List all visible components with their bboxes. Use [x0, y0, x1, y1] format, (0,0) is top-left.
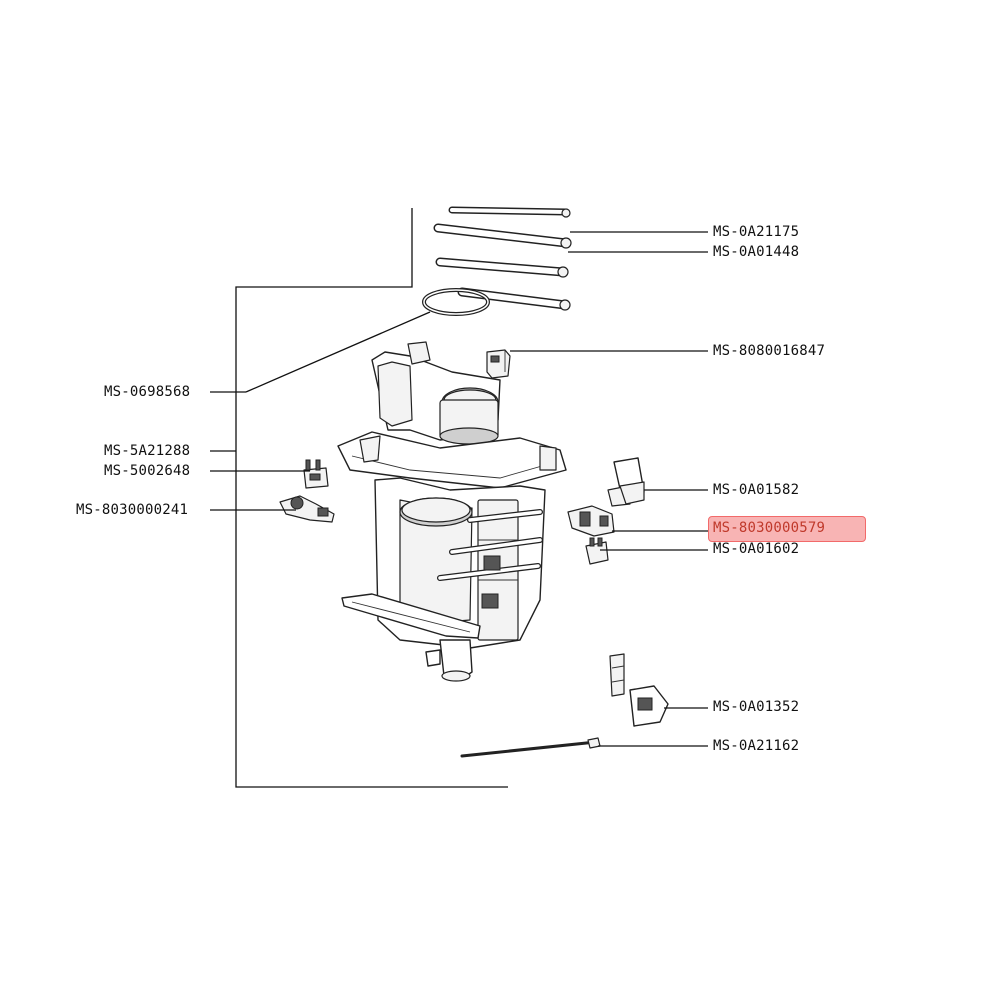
- label-ms-0a01602[interactable]: MS-0A01602: [713, 541, 800, 557]
- wire-part: [460, 737, 601, 758]
- leader-lines: [210, 231, 708, 747]
- label-ms-0a21162[interactable]: MS-0A21162: [713, 738, 800, 754]
- label-ms-0a21175[interactable]: MS-0A21175: [713, 224, 800, 240]
- o-ring-part: [422, 288, 490, 316]
- rod-1: [448, 206, 571, 218]
- rod-set: [433, 206, 572, 311]
- sensor-part-left: [279, 495, 335, 523]
- label-ms-5002648[interactable]: MS-5002648: [104, 463, 191, 479]
- connector-part: [486, 349, 511, 379]
- label-ms-0a01352[interactable]: MS-0A01352: [713, 699, 800, 715]
- label-ms-0698568[interactable]: MS-0698568: [104, 384, 191, 400]
- label-ms-5a21288[interactable]: MS-5A21288: [104, 443, 191, 459]
- rod-2: [433, 223, 572, 249]
- cap-part: [607, 457, 645, 507]
- switch-part: [585, 537, 609, 565]
- label-ms-8030000579[interactable]: MS-8030000579: [713, 520, 826, 536]
- sensor-part-right: [567, 505, 615, 537]
- label-ms-8080016847[interactable]: MS-8080016847: [713, 343, 826, 359]
- main-unit: [337, 341, 567, 682]
- label-ms-0a01582[interactable]: MS-0A01582: [713, 482, 800, 498]
- rod-3: [435, 257, 569, 278]
- thermostat-part: [609, 653, 669, 727]
- assembly-bracket: [235, 208, 508, 788]
- label-ms-0a01448[interactable]: MS-0A01448: [713, 244, 800, 260]
- highlight-box: [708, 516, 866, 542]
- microswitch-part: [303, 459, 329, 489]
- label-ms-8030000241[interactable]: MS-8030000241: [76, 502, 189, 518]
